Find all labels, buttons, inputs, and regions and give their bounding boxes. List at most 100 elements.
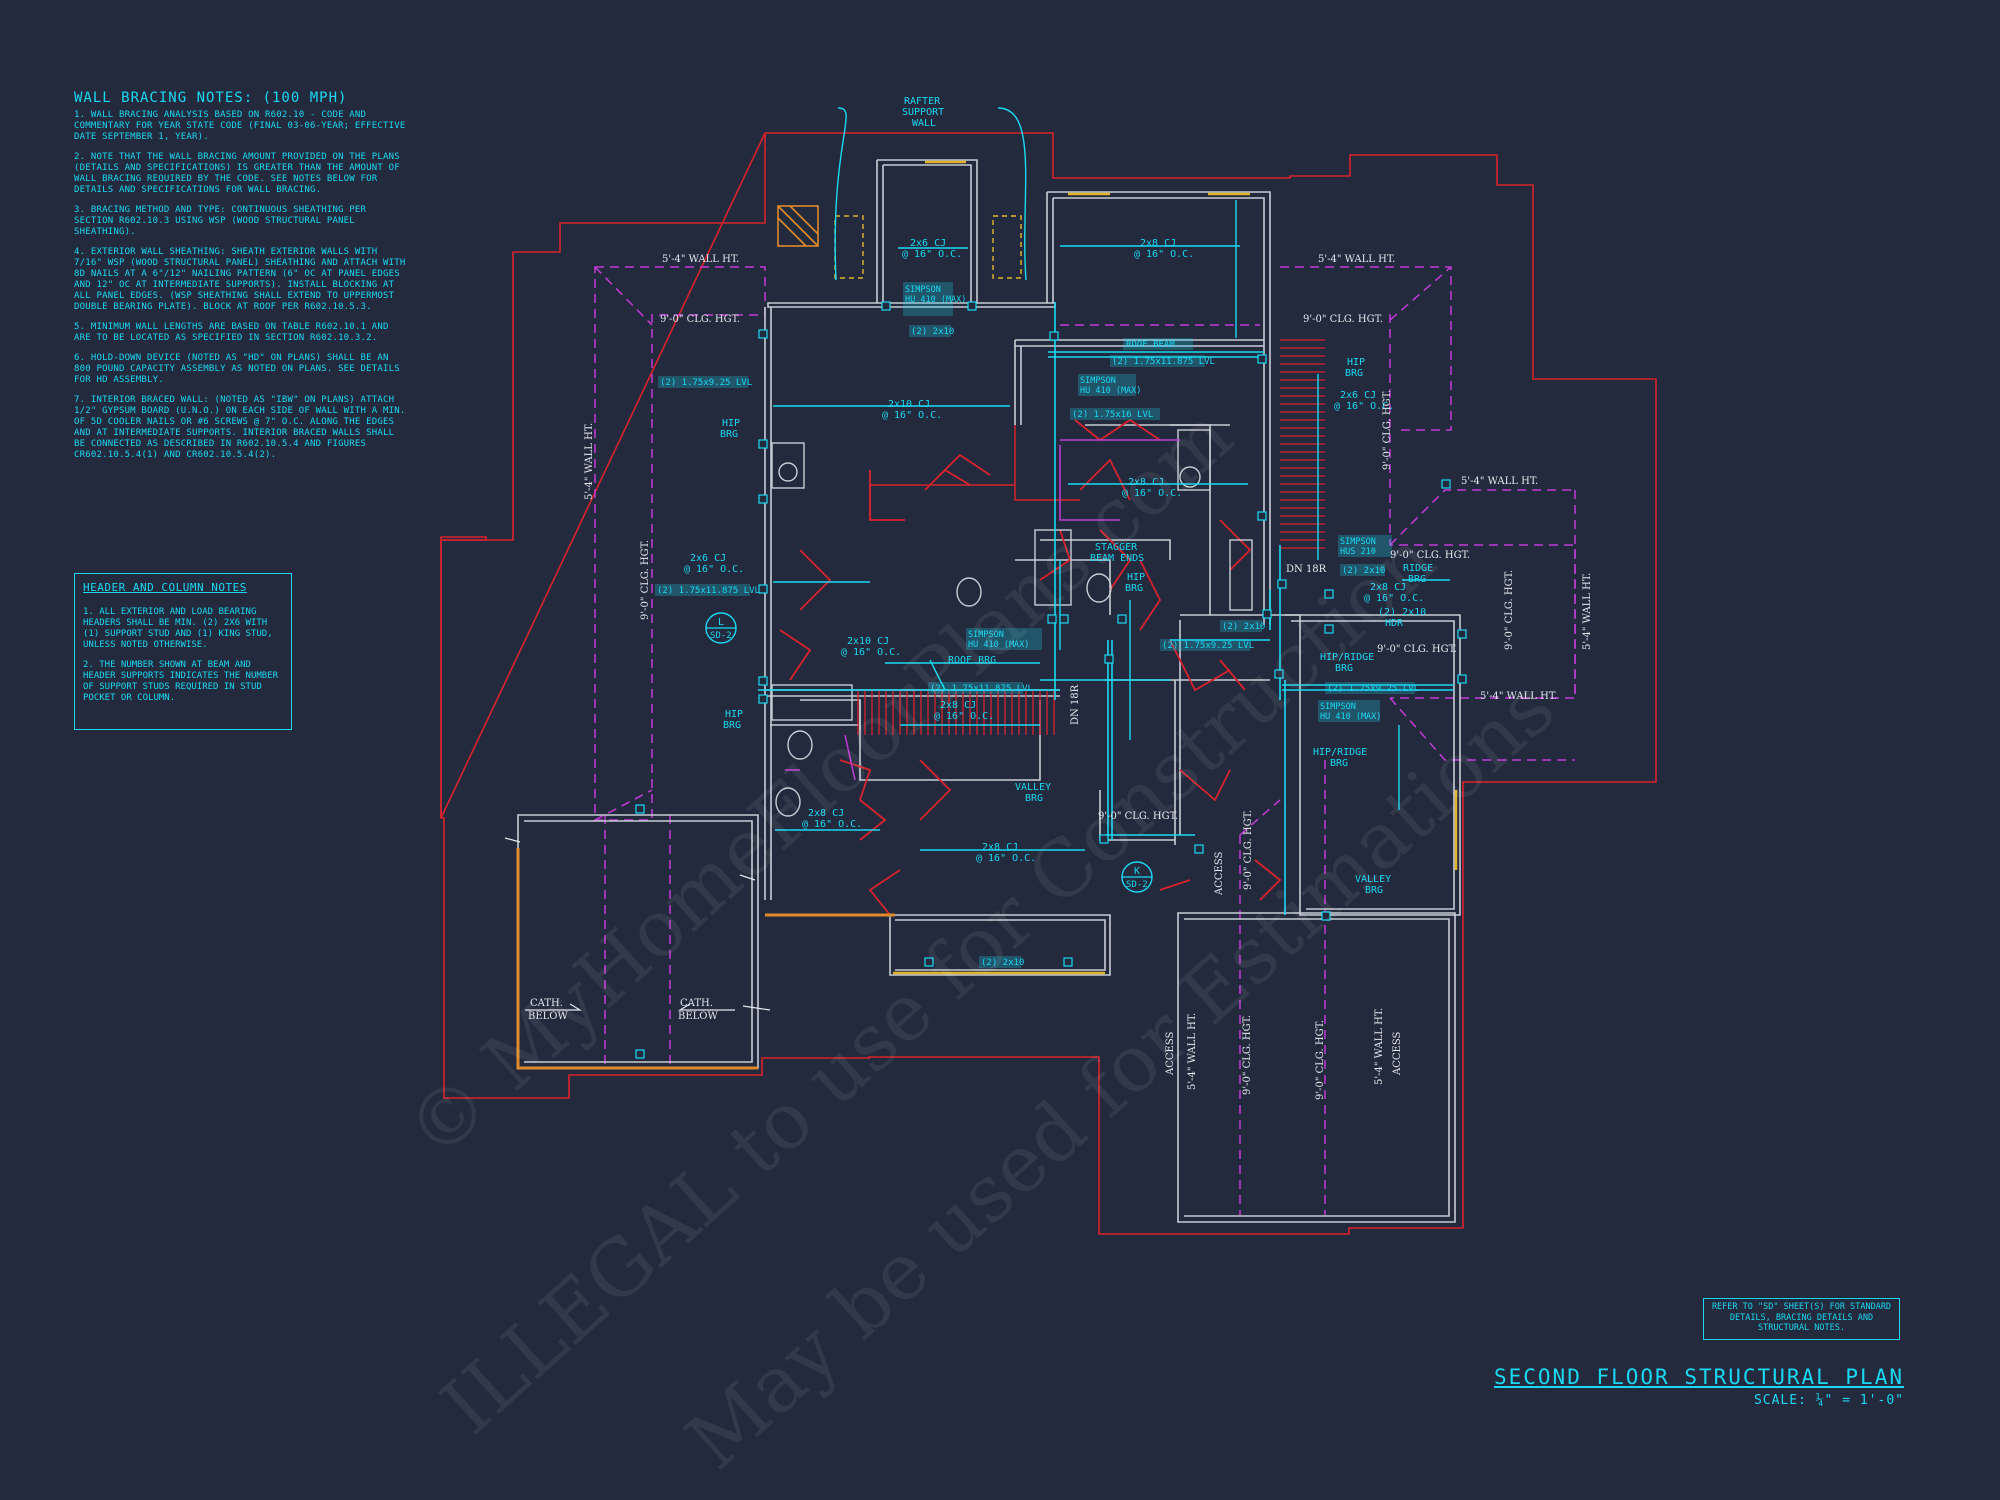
wall-ht-access-vertical: 5'-4" WALL HT.	[1187, 1013, 1198, 1090]
clg-hgt-mid: 9'-0" CLG. HGT.	[1098, 811, 1178, 822]
wall-ht-right: 5'-4" WALL HT.	[1461, 476, 1538, 487]
hip-ridge-brg-a-1: HIP/RIDGE	[1320, 652, 1374, 663]
section-l-sheet: SD-2	[710, 631, 732, 641]
roof-beam-label: ROOF BEAM	[1126, 340, 1175, 350]
hip-ridge-brg-a-2: BRG	[1335, 663, 1353, 674]
cj-2x8-closet-1: 2x8 CJ	[1128, 477, 1164, 488]
chimney	[777, 205, 819, 247]
valley-brg-a-1: VALLEY	[1015, 782, 1051, 793]
cj-2x8-stair-2: @ 16" O.C.	[934, 711, 994, 722]
section-k-sheet: SD-2	[1126, 880, 1148, 890]
cj-2x6-left-1: 2x6 CJ	[690, 553, 726, 564]
refer-note-box: REFER TO "SD" SHEET(S) FOR STANDARD DETA…	[1703, 1298, 1900, 1340]
valley-brg-b-1: VALLEY	[1355, 874, 1391, 885]
roof-outline-west	[440, 133, 766, 818]
clg-hgt-right-vertical2: 9'-0" CLG. HGT.	[1504, 570, 1515, 650]
lvl-label-c: (2) 1.75x11.875 LVL	[657, 586, 760, 596]
simpson-d-line1: SIMPSON	[905, 285, 941, 295]
ridge-brg-1: RIDGE	[1403, 563, 1433, 574]
simpson-labels: SIMPSON HU 410 (MAX) SIMPSON HU 410 (MAX…	[903, 282, 1392, 722]
cj-2x8-top-1: 2x8 CJ	[1140, 238, 1176, 249]
stagger-1: STAGGER	[1095, 542, 1138, 553]
clg-hgt-right-top: 9'-0" CLG. HGT.	[1303, 314, 1383, 325]
ceiling-lines	[594, 266, 1576, 1215]
closet-walls	[869, 425, 1080, 520]
hip-ridge-brg-b-2: BRG	[1330, 758, 1348, 769]
lvl-label-a: (2) 1.75x9.25 LVL	[660, 378, 752, 388]
cj-2x10-lower-2: @ 16" O.C.	[841, 647, 901, 658]
header-note-2: 2. THE NUMBER SHOWN AT BEAM AND HEADER S…	[83, 660, 279, 703]
wall-ht-right2: 5'-4" WALL HT.	[1480, 691, 1557, 702]
access-b-vertical: ACCESS	[1165, 1032, 1176, 1076]
lvl-label-d: (2) 1.75x16 LVL	[1072, 410, 1153, 420]
joist-lines	[773, 107, 1450, 851]
section-l-letter: L	[718, 617, 724, 628]
drawing-title: SECOND FLOOR STRUCTURAL PLAN	[1493, 1365, 1904, 1389]
simpson-d-line2: HU 410 (MAX)	[905, 295, 966, 305]
hip-brg-d-2: BRG	[723, 720, 741, 731]
joist-labels: 2x6 CJ @ 16" O.C. 2x8 CJ @ 16" O.C. 2x10…	[684, 238, 1424, 864]
simpson-b-line1: SIMPSON	[968, 630, 1004, 640]
header-column-notes-title: HEADER AND COLUMN NOTES	[83, 581, 247, 594]
header-column-notes: HEADER AND COLUMN NOTES 1. ALL EXTERIOR …	[74, 573, 292, 730]
cj-2x6-top-1: 2x6 CJ	[910, 238, 946, 249]
clg-hgt-left-vertical: 9'-0" CLG. HGT.	[640, 540, 651, 620]
stagger-2: BEAM ENDS	[1090, 553, 1144, 564]
hip-brg-d-1: HIP	[725, 709, 743, 720]
cj-2x6-right-1: 2x6 CJ	[1340, 390, 1376, 401]
beam-labels: (2) 1.75x9.25 LVL (2) 1.75x11.875 LVL (2…	[655, 325, 1419, 968]
lvl-label-b: (2) 1.75x11.875 LVL	[1112, 357, 1215, 367]
cj-2x10-mid-1: 2x10 CJ	[888, 399, 930, 410]
header-note-1: 1. ALL EXTERIOR AND LOAD BEARING HEADERS…	[83, 607, 273, 650]
valley-brg-a-2: BRG	[1025, 793, 1043, 804]
clg-hgt-right-vertical: 9'-0" CLG. HGT.	[1382, 390, 1393, 470]
cj-2x8-bath-1: 2x8 CJ	[808, 808, 844, 819]
clg-hgt-access-vertical3: 9'-0" CLG. HGT.	[1315, 1020, 1326, 1100]
clg-hgt-right: 9'-0" CLG. HGT.	[1390, 550, 1470, 561]
dn-18r-vertical: DN 18R	[1070, 684, 1081, 725]
wall-ht-left: 5'-4" WALL HT.	[662, 254, 739, 265]
cj-2x8-right-2: @ 16" O.C.	[1364, 593, 1424, 604]
lvl-label-h: (2) 2x10	[1342, 566, 1385, 576]
cath-below-a-1: CATH.	[530, 998, 563, 1009]
bearing-labels: RAFTER SUPPORT WALL HIP BRG HIP BRG HIP …	[720, 96, 1433, 896]
hip-brg-b-1: HIP	[1347, 357, 1365, 368]
hip-brg-c-1: HIP	[1127, 572, 1145, 583]
stud-markers	[635, 301, 1467, 1059]
wall-ht-left-vertical: 5'-4" WALL HT.	[584, 423, 595, 500]
stairs	[857, 339, 1325, 735]
simpson-e-line1: SIMPSON	[1340, 537, 1376, 547]
wall-bracing-note-7: 7. INTERIOR BRACED WALL: (NOTED AS "IBW"…	[74, 395, 406, 460]
lvl-label-f: (2) 1.75x9.25 LVL	[1162, 641, 1254, 651]
wall-ht-right-top: 5'-4" WALL HT.	[1318, 254, 1395, 265]
wall-ht-access-vertical2: 5'-4" WALL HT.	[1374, 1008, 1385, 1085]
wall-bracing-notes-title: WALL BRACING NOTES: (100 MPH)	[74, 90, 348, 106]
lvl-label-k: (2) 2x10	[911, 327, 954, 337]
wall-bracing-note-3: 3. BRACING METHOD AND TYPE: CONTINUOUS S…	[74, 205, 367, 237]
cj-2x8-bottom-2: @ 16" O.C.	[976, 853, 1036, 864]
wall-bracing-note-1: 1. WALL BRACING ANALYSIS BASED ON R602.1…	[74, 110, 406, 142]
cath-arrows	[504, 837, 771, 1011]
cj-2x8-closet-2: @ 16" O.C.	[1122, 488, 1182, 499]
wall-bracing-notes: WALL BRACING NOTES: (100 MPH) 1. WALL BR…	[74, 90, 409, 470]
wall-bracing-note-2: 2. NOTE THAT THE WALL BRACING AMOUNT PRO…	[74, 152, 400, 195]
hip-ridge-brg-b-1: HIP/RIDGE	[1313, 747, 1367, 758]
cj-2x8-top-2: @ 16" O.C.	[1134, 249, 1194, 260]
dn-18r-right: DN 18R	[1286, 564, 1327, 575]
hip-brg-b-2: BRG	[1345, 368, 1363, 379]
hdr-2: HDR	[1385, 618, 1404, 629]
hip-brg-a-1: HIP	[722, 418, 740, 429]
door-swings	[779, 418, 1282, 916]
simpson-e-line2: HUS 210	[1340, 547, 1376, 557]
closet-magenta	[785, 439, 1180, 781]
cj-2x8-bottom-1: 2x8 CJ	[982, 842, 1018, 853]
section-marker-l: L SD-2	[705, 612, 737, 644]
ridge-brg-2: BRG	[1408, 574, 1426, 585]
simpson-c-line2: HU 410 (MAX)	[1320, 712, 1381, 722]
wall-bracing-note-6: 6. HOLD-DOWN DEVICE (NOTED AS "HD" ON PL…	[74, 353, 400, 385]
rafter-label-3: WALL	[912, 118, 936, 129]
access-a-vertical: ACCESS	[1214, 852, 1225, 896]
lvl-label-g: (2) 1.75x9.25 LVL	[1327, 684, 1419, 694]
